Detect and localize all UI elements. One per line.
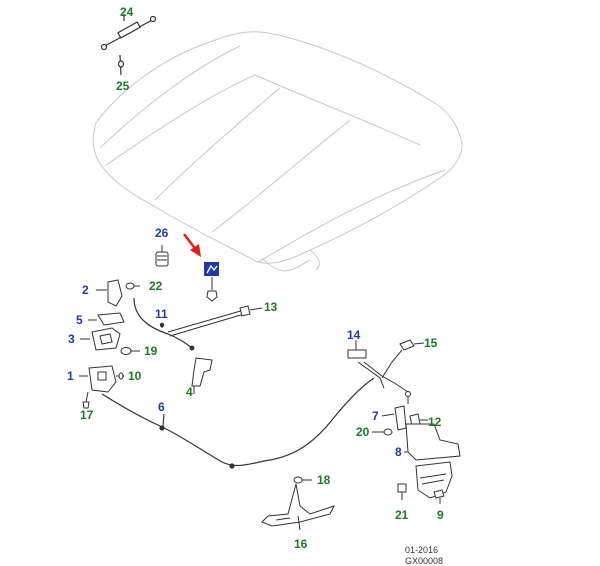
callout-13: 13 <box>264 300 278 314</box>
callout-18: 18 <box>317 473 331 487</box>
latch-housing-3 <box>80 327 121 351</box>
callout-26: 26 <box>155 226 169 240</box>
bumper-stop-26 <box>155 245 169 267</box>
lower-bracket-16 <box>261 476 335 531</box>
cable-connector-14 <box>347 339 425 404</box>
callout-25: 25 <box>116 79 130 93</box>
bracket-2 <box>96 279 140 307</box>
callout-10: 10 <box>128 369 142 383</box>
footer-date: 01-2016 <box>405 545 439 555</box>
cable-guide-13 <box>167 305 263 337</box>
callout-1: 1 <box>67 369 74 383</box>
callout-19: 19 <box>144 344 158 358</box>
clip-19 <box>120 347 140 355</box>
callout-4: 4 <box>186 385 193 399</box>
secondary-latch-8 <box>372 405 461 461</box>
callout-16: 16 <box>294 537 308 551</box>
hood-panel <box>92 31 463 272</box>
callout-15: 15 <box>424 336 438 350</box>
callout-12: 12 <box>428 415 442 429</box>
callout-8: 8 <box>395 445 402 459</box>
callout-14: 14 <box>347 328 361 342</box>
callout-5: 5 <box>76 313 83 327</box>
callout-21: 21 <box>395 508 409 522</box>
latch-cover-5 <box>88 312 125 326</box>
release-cable-6 <box>101 377 375 469</box>
release-cable-11 <box>133 297 195 351</box>
callout-3: 3 <box>68 332 75 346</box>
callout-22: 22 <box>149 279 163 293</box>
callout-6: 6 <box>158 400 165 414</box>
callout-24: 24 <box>120 5 134 19</box>
gas-strut <box>100 14 157 76</box>
red-arrow-icon <box>183 233 201 257</box>
callout-9: 9 <box>437 508 444 522</box>
striker-plate-9 <box>397 461 453 504</box>
callout-17: 17 <box>80 408 94 422</box>
callout-20: 20 <box>356 425 370 439</box>
hood-latch-1 <box>79 365 124 409</box>
service-manual-icon <box>204 262 219 302</box>
callout-2: 2 <box>82 283 89 297</box>
callout-11: 11 <box>155 307 168 321</box>
callout-7: 7 <box>372 409 379 423</box>
footer-code: GX00008 <box>405 556 444 566</box>
release-handle-4 <box>191 357 213 394</box>
